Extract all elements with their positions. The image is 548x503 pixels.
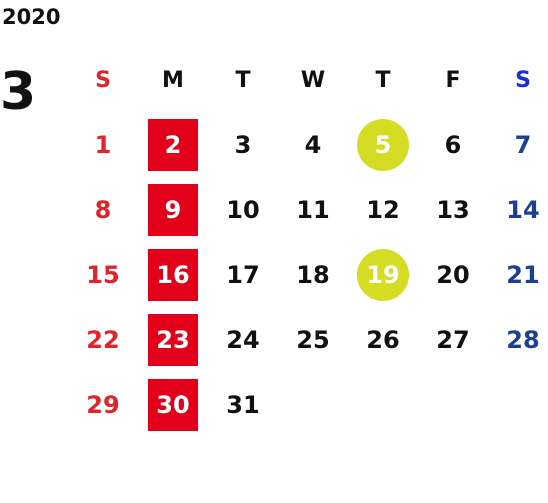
day-cell-highlighted-square[interactable]: 30 xyxy=(138,372,208,437)
calendar-grid: S M T W T F S 1 2 3 4 5 6 7 8 9 10 11 12… xyxy=(68,48,548,437)
day-number: 12 xyxy=(366,195,400,224)
day-cell[interactable]: 8 xyxy=(68,177,138,242)
day-number: 24 xyxy=(226,325,260,354)
weekday-header-row: S M T W T F S xyxy=(68,48,548,112)
week-row-3: 15 16 17 18 19 20 21 xyxy=(68,242,548,307)
day-number: 16 xyxy=(156,260,190,289)
day-number: 9 xyxy=(164,195,182,224)
day-cell[interactable]: 21 xyxy=(488,242,548,307)
day-number: 3 xyxy=(234,130,252,159)
day-number: 10 xyxy=(226,195,260,224)
day-cell[interactable]: 12 xyxy=(348,177,418,242)
day-number: 29 xyxy=(86,390,120,419)
day-number: 27 xyxy=(436,325,470,354)
month-label: 3 xyxy=(0,62,37,122)
week-row-1: 1 2 3 4 5 6 7 xyxy=(68,112,548,177)
day-number: 7 xyxy=(514,130,532,159)
day-cell[interactable]: 17 xyxy=(208,242,278,307)
day-number: 17 xyxy=(226,260,260,289)
weekday-tuesday: T xyxy=(235,67,251,93)
day-cell[interactable]: 28 xyxy=(488,307,548,372)
day-cell-highlighted-circle[interactable]: 19 xyxy=(348,242,418,307)
day-number: 11 xyxy=(296,195,330,224)
day-cell[interactable]: 25 xyxy=(278,307,348,372)
day-number: 19 xyxy=(366,260,400,289)
day-number: 26 xyxy=(366,325,400,354)
day-cell[interactable]: 11 xyxy=(278,177,348,242)
day-cell-empty xyxy=(348,372,418,437)
weekday-monday: M xyxy=(162,67,184,93)
day-number: 22 xyxy=(86,325,120,354)
day-cell[interactable]: 31 xyxy=(208,372,278,437)
week-row-4: 22 23 24 25 26 27 28 xyxy=(68,307,548,372)
day-number: 31 xyxy=(226,390,260,419)
day-cell[interactable]: 24 xyxy=(208,307,278,372)
day-number: 25 xyxy=(296,325,330,354)
day-cell-empty xyxy=(418,372,488,437)
weekday-sunday: S xyxy=(95,67,111,93)
day-number: 4 xyxy=(304,130,322,159)
day-cell-highlighted-square[interactable]: 2 xyxy=(138,112,208,177)
day-cell[interactable]: 1 xyxy=(68,112,138,177)
day-number: 5 xyxy=(374,130,392,159)
day-cell[interactable]: 18 xyxy=(278,242,348,307)
day-number: 21 xyxy=(506,260,540,289)
day-cell-empty xyxy=(278,372,348,437)
day-number: 13 xyxy=(436,195,470,224)
year-label: 2020 xyxy=(2,5,61,29)
day-number: 8 xyxy=(94,195,112,224)
day-cell-highlighted-square[interactable]: 23 xyxy=(138,307,208,372)
day-number: 20 xyxy=(436,260,470,289)
weekday-thursday: T xyxy=(375,67,391,93)
weekday-wednesday: W xyxy=(300,67,326,93)
day-number: 6 xyxy=(444,130,462,159)
day-cell[interactable]: 15 xyxy=(68,242,138,307)
day-cell-highlighted-square[interactable]: 16 xyxy=(138,242,208,307)
day-cell[interactable]: 22 xyxy=(68,307,138,372)
day-number: 1 xyxy=(94,130,112,159)
weekday-friday: F xyxy=(445,67,461,93)
day-cell[interactable]: 3 xyxy=(208,112,278,177)
day-number: 23 xyxy=(156,325,190,354)
day-number: 2 xyxy=(164,130,182,159)
day-number: 28 xyxy=(506,325,540,354)
day-cell[interactable]: 29 xyxy=(68,372,138,437)
day-cell[interactable]: 13 xyxy=(418,177,488,242)
day-cell[interactable]: 20 xyxy=(418,242,488,307)
day-number: 18 xyxy=(296,260,330,289)
week-row-5: 29 30 31 xyxy=(68,372,548,437)
day-cell[interactable]: 10 xyxy=(208,177,278,242)
day-cell[interactable]: 4 xyxy=(278,112,348,177)
week-row-2: 8 9 10 11 12 13 14 xyxy=(68,177,548,242)
day-cell-highlighted-square[interactable]: 9 xyxy=(138,177,208,242)
day-cell[interactable]: 7 xyxy=(488,112,548,177)
day-cell[interactable]: 6 xyxy=(418,112,488,177)
day-number: 30 xyxy=(156,390,190,419)
day-cell[interactable]: 27 xyxy=(418,307,488,372)
day-cell[interactable]: 26 xyxy=(348,307,418,372)
day-number: 14 xyxy=(506,195,540,224)
day-cell[interactable]: 14 xyxy=(488,177,548,242)
weekday-saturday: S xyxy=(515,67,531,93)
day-cell-highlighted-circle[interactable]: 5 xyxy=(348,112,418,177)
day-number: 15 xyxy=(86,260,120,289)
day-cell-empty xyxy=(488,372,548,437)
